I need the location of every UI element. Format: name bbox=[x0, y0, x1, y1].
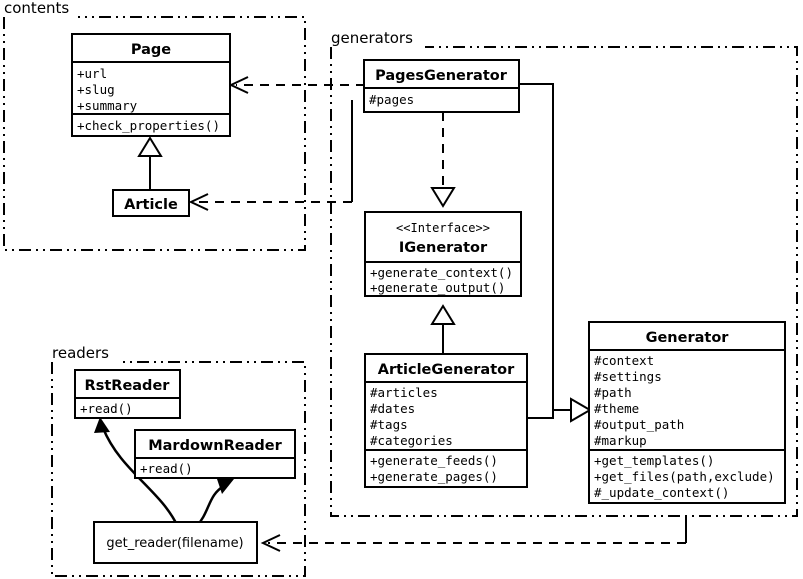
class-igenerator-method-generate-context: +generate_context() bbox=[370, 265, 513, 280]
pagesgenerator-igenerator-triangle bbox=[430, 187, 456, 208]
function-get-reader-label: get_reader(filename) bbox=[106, 536, 243, 551]
class-page-box bbox=[71, 33, 231, 137]
class-igenerator[interactable]: <<Interface>> IGenerator +generate_conte… bbox=[364, 211, 522, 297]
class-mardownreader[interactable]: MardownReader +read() bbox=[134, 429, 296, 479]
class-generator-method-get-templates: +get_templates() bbox=[594, 453, 714, 468]
class-generator-attribute-context: #context bbox=[594, 353, 654, 368]
class-generator-title: Generator bbox=[646, 330, 730, 346]
class-generator[interactable]: Generator #context #settings #path #them… bbox=[588, 321, 786, 504]
package-generators: generators bbox=[330, 29, 798, 517]
articlegenerator-generator-line bbox=[527, 410, 554, 419]
relationship-getreader-mardownreader bbox=[195, 479, 234, 528]
relationship-article-page bbox=[137, 136, 163, 190]
pagesgenerator-article-arrowhead bbox=[188, 193, 209, 211]
class-articlegenerator[interactable]: ArticleGenerator #articles #dates #tags … bbox=[364, 353, 528, 488]
getreader-rstreader-arrowhead bbox=[94, 417, 110, 433]
relationship-getreader-rstreader bbox=[94, 417, 179, 526]
class-article-box bbox=[112, 189, 190, 217]
relationship-pagesgenerator-article bbox=[188, 100, 353, 211]
class-page-attribute-url: +url bbox=[77, 66, 107, 81]
class-pagesgenerator-title: PagesGenerator bbox=[375, 68, 508, 84]
generator-getreader-arrowhead bbox=[260, 534, 281, 552]
class-mardownreader-method-read: +read() bbox=[140, 461, 193, 476]
class-articlegenerator-method-generate-pages: +generate_pages() bbox=[370, 469, 498, 484]
class-article[interactable]: Article bbox=[112, 189, 190, 217]
package-readers-border bbox=[51, 361, 306, 577]
package-contents-border bbox=[3, 16, 306, 251]
getreader-rstreader-curve bbox=[101, 427, 179, 526]
class-generator-method-update-context: #_update_context() bbox=[594, 485, 729, 500]
package-readers: readers bbox=[51, 344, 306, 577]
class-generator-attribute-theme: #theme bbox=[594, 401, 639, 416]
package-contents-label: contents bbox=[4, 0, 69, 17]
class-mardownreader-title: MardownReader bbox=[148, 438, 282, 454]
class-articlegenerator-attribute-tags: #tags bbox=[370, 417, 408, 432]
package-readers-label: readers bbox=[52, 344, 109, 362]
pagesgenerator-generator-triangle bbox=[570, 397, 592, 423]
pagesgenerator-generator-line bbox=[519, 83, 571, 411]
relationship-pagesgenerator-igenerator bbox=[430, 112, 456, 208]
class-rstreader-method-read: +read() bbox=[80, 401, 133, 416]
class-generator-attribute-markup: #markup bbox=[594, 433, 647, 448]
class-articlegenerator-title: ArticleGenerator bbox=[378, 362, 515, 378]
package-generators-border bbox=[330, 46, 798, 517]
relationship-pagesgenerator-generator bbox=[519, 83, 592, 423]
class-pagesgenerator[interactable]: PagesGenerator #pages bbox=[363, 59, 520, 113]
package-generators-label: generators bbox=[331, 29, 413, 47]
articlegenerator-igenerator-triangle bbox=[430, 304, 456, 325]
package-contents: contents bbox=[3, 0, 306, 251]
getreader-mardownreader-arrowhead bbox=[217, 479, 234, 494]
class-pagesgenerator-box bbox=[363, 59, 520, 113]
relationship-generator-getreader bbox=[260, 516, 687, 552]
class-articlegenerator-attribute-articles: #articles bbox=[370, 385, 438, 400]
class-articlegenerator-method-generate-feeds: +generate_feeds() bbox=[370, 453, 498, 468]
article-page-triangle bbox=[137, 136, 163, 157]
relationship-articlegenerator-igenerator bbox=[430, 304, 456, 354]
class-page-attribute-summary: +summary bbox=[77, 98, 138, 113]
class-articlegenerator-attribute-categories: #categories bbox=[370, 433, 453, 448]
class-articlegenerator-box bbox=[364, 353, 528, 488]
class-igenerator-method-generate-output: +generate_output() bbox=[370, 280, 505, 295]
class-articlegenerator-attribute-dates: #dates bbox=[370, 401, 415, 416]
class-rstreader-title: RstReader bbox=[85, 378, 171, 394]
class-mardownreader-box bbox=[134, 429, 296, 479]
relationship-pagesgenerator-page bbox=[228, 76, 365, 94]
class-generator-attribute-output-path: #output_path bbox=[594, 417, 684, 432]
class-generator-attribute-settings: #settings bbox=[594, 369, 662, 384]
class-rstreader[interactable]: RstReader +read() bbox=[74, 369, 181, 419]
class-rstreader-box bbox=[74, 369, 181, 419]
class-page-method-check-properties: +check_properties() bbox=[77, 118, 220, 133]
class-page[interactable]: Page +url +slug +summary +check_properti… bbox=[71, 33, 231, 137]
class-generator-box bbox=[588, 321, 786, 504]
class-page-attribute-slug: +slug bbox=[77, 82, 115, 97]
function-get-reader[interactable]: get_reader(filename) bbox=[93, 521, 258, 564]
class-igenerator-stereotype: <<Interface>> bbox=[396, 221, 490, 235]
class-generator-attribute-path: #path bbox=[594, 385, 632, 400]
class-igenerator-title: IGenerator bbox=[399, 240, 488, 256]
class-pagesgenerator-attribute-pages: #pages bbox=[369, 92, 414, 107]
relationship-articlegenerator-generator bbox=[527, 410, 554, 419]
class-article-title: Article bbox=[124, 197, 178, 213]
function-get-reader-box bbox=[93, 521, 258, 564]
class-page-title: Page bbox=[131, 42, 171, 58]
class-generator-method-get-files: +get_files(path,exclude) bbox=[594, 469, 775, 484]
getreader-mardownreader-curve bbox=[195, 484, 225, 528]
class-igenerator-box bbox=[364, 211, 522, 297]
